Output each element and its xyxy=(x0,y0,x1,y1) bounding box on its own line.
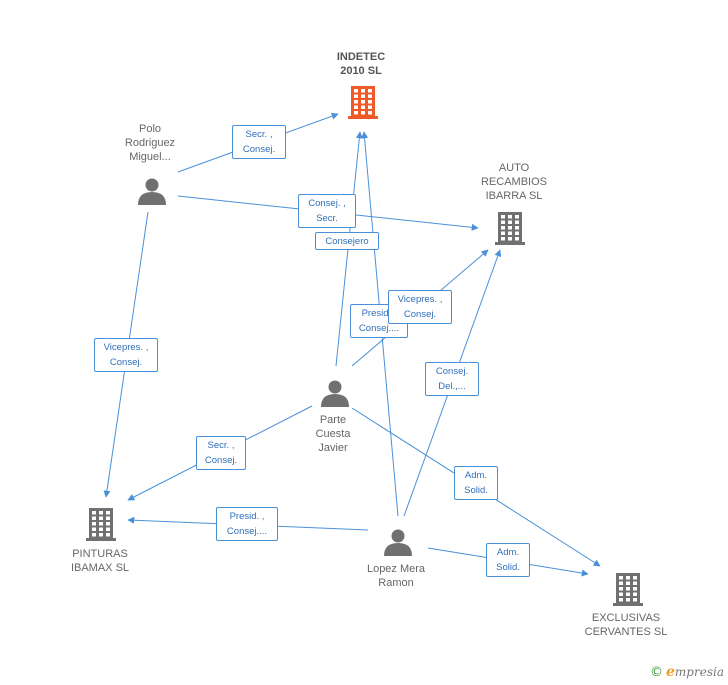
node-label-line: CERVANTES SL xyxy=(584,626,668,638)
node-label-exclusivas[interactable]: EXCLUSIVAS CERVANTES SL xyxy=(576,611,676,639)
building-icon[interactable] xyxy=(348,86,378,119)
edge-label-polo-to-indetec[interactable]: Secr. , Consej. xyxy=(232,125,286,159)
edge-label-line: Consej. xyxy=(204,455,238,466)
edge-label-polo-to-pinturas[interactable]: Vicepres. , Consej. xyxy=(94,338,158,372)
edge-label-parte-to-pinturas[interactable]: Secr. , Consej. xyxy=(196,436,246,470)
edge-label-line: Consej. xyxy=(242,144,276,155)
node-label-line: IBARRA SL xyxy=(485,190,543,202)
edge-label-line: Consej.... xyxy=(226,526,268,537)
person-icon[interactable] xyxy=(384,529,412,557)
node-label-line: 2010 SL xyxy=(340,65,382,77)
edge-label-line: Presid. , xyxy=(361,308,397,319)
edge-label-line: Presid. , xyxy=(229,511,265,522)
node-label-auto-recambios[interactable]: AUTO RECAMBIOS IBARRA SL xyxy=(464,161,564,203)
edge-label-line: Consej. xyxy=(403,309,437,320)
person-icon[interactable] xyxy=(321,380,349,408)
copyright-icon: © xyxy=(650,665,663,680)
node-label-line: Cuesta xyxy=(315,428,351,440)
edge-label-line: Adm. xyxy=(464,470,488,481)
node-label-line: Miguel... xyxy=(129,151,171,163)
node-label-line: Ramon xyxy=(378,577,414,589)
person-icon[interactable] xyxy=(138,178,166,206)
node-label-pinturas[interactable]: PINTURAS IBAMAX SL xyxy=(50,547,150,575)
edge-label-line: Secr. , xyxy=(207,440,235,451)
icons-layer xyxy=(86,86,643,606)
edge-label-line: Del.,... xyxy=(438,381,466,392)
edge-label-line: Vicepres. , xyxy=(397,294,443,305)
edge-label-line: Consej. xyxy=(109,357,143,368)
building-icon[interactable] xyxy=(613,573,643,606)
edge-label-line: Secr. xyxy=(316,213,338,224)
node-label-line: INDETEC xyxy=(336,51,386,63)
edge-label-line: Adm. xyxy=(496,547,520,558)
node-label-line: Javier xyxy=(318,442,348,454)
edge-label-line: Vicepres. , xyxy=(103,342,149,353)
edge-label-parte-to-auto_recambios[interactable]: Vicepres. , Consej. xyxy=(388,290,452,324)
edge-label-line: Solid. xyxy=(464,485,488,496)
edge-label-parte-to-indetec[interactable]: Consejero xyxy=(315,232,379,250)
node-label-line: RECAMBIOS xyxy=(480,176,547,188)
brand-initial: e xyxy=(666,664,675,680)
building-icon[interactable] xyxy=(86,508,116,541)
building-icon[interactable] xyxy=(495,212,525,245)
brand-name: mpresia xyxy=(674,665,724,679)
edge-label-line: Consej. xyxy=(435,366,469,377)
edge-label-line: Solid. xyxy=(496,562,520,573)
edge-label-lopez-to-auto_recambios[interactable]: Consej. Del.,... xyxy=(425,362,479,396)
edge-label-polo-to-auto_recambios[interactable]: Consej. , Secr. xyxy=(298,194,356,228)
node-label-indetec[interactable]: INDETEC 2010 SL xyxy=(311,50,411,78)
node-label-line: EXCLUSIVAS xyxy=(591,612,661,624)
edge-label-line: Consej.... xyxy=(358,323,400,334)
node-label-line: Lopez Mera xyxy=(366,563,426,575)
edge-label-line: Consej. , xyxy=(308,198,346,209)
edge-label-lopez-to-exclusivas[interactable]: Adm. Solid. xyxy=(486,543,530,577)
node-label-line: Rodriguez xyxy=(124,137,176,149)
node-label-line: AUTO xyxy=(498,162,530,174)
edge-label-parte-to-exclusivas[interactable]: Adm. Solid. xyxy=(454,466,498,500)
node-label-line: IBAMAX SL xyxy=(70,562,130,574)
edge-label-line: Consejero xyxy=(325,236,369,247)
node-label-line: Polo xyxy=(138,123,162,135)
edge-label-line: Secr. , xyxy=(245,129,273,140)
node-label-line: Parte xyxy=(319,414,347,426)
edge-label-lopez-to-pinturas[interactable]: Presid. , Consej.... xyxy=(216,507,278,541)
empresia-brand: ©empresia xyxy=(650,664,724,680)
node-label-line: PINTURAS xyxy=(72,548,128,560)
